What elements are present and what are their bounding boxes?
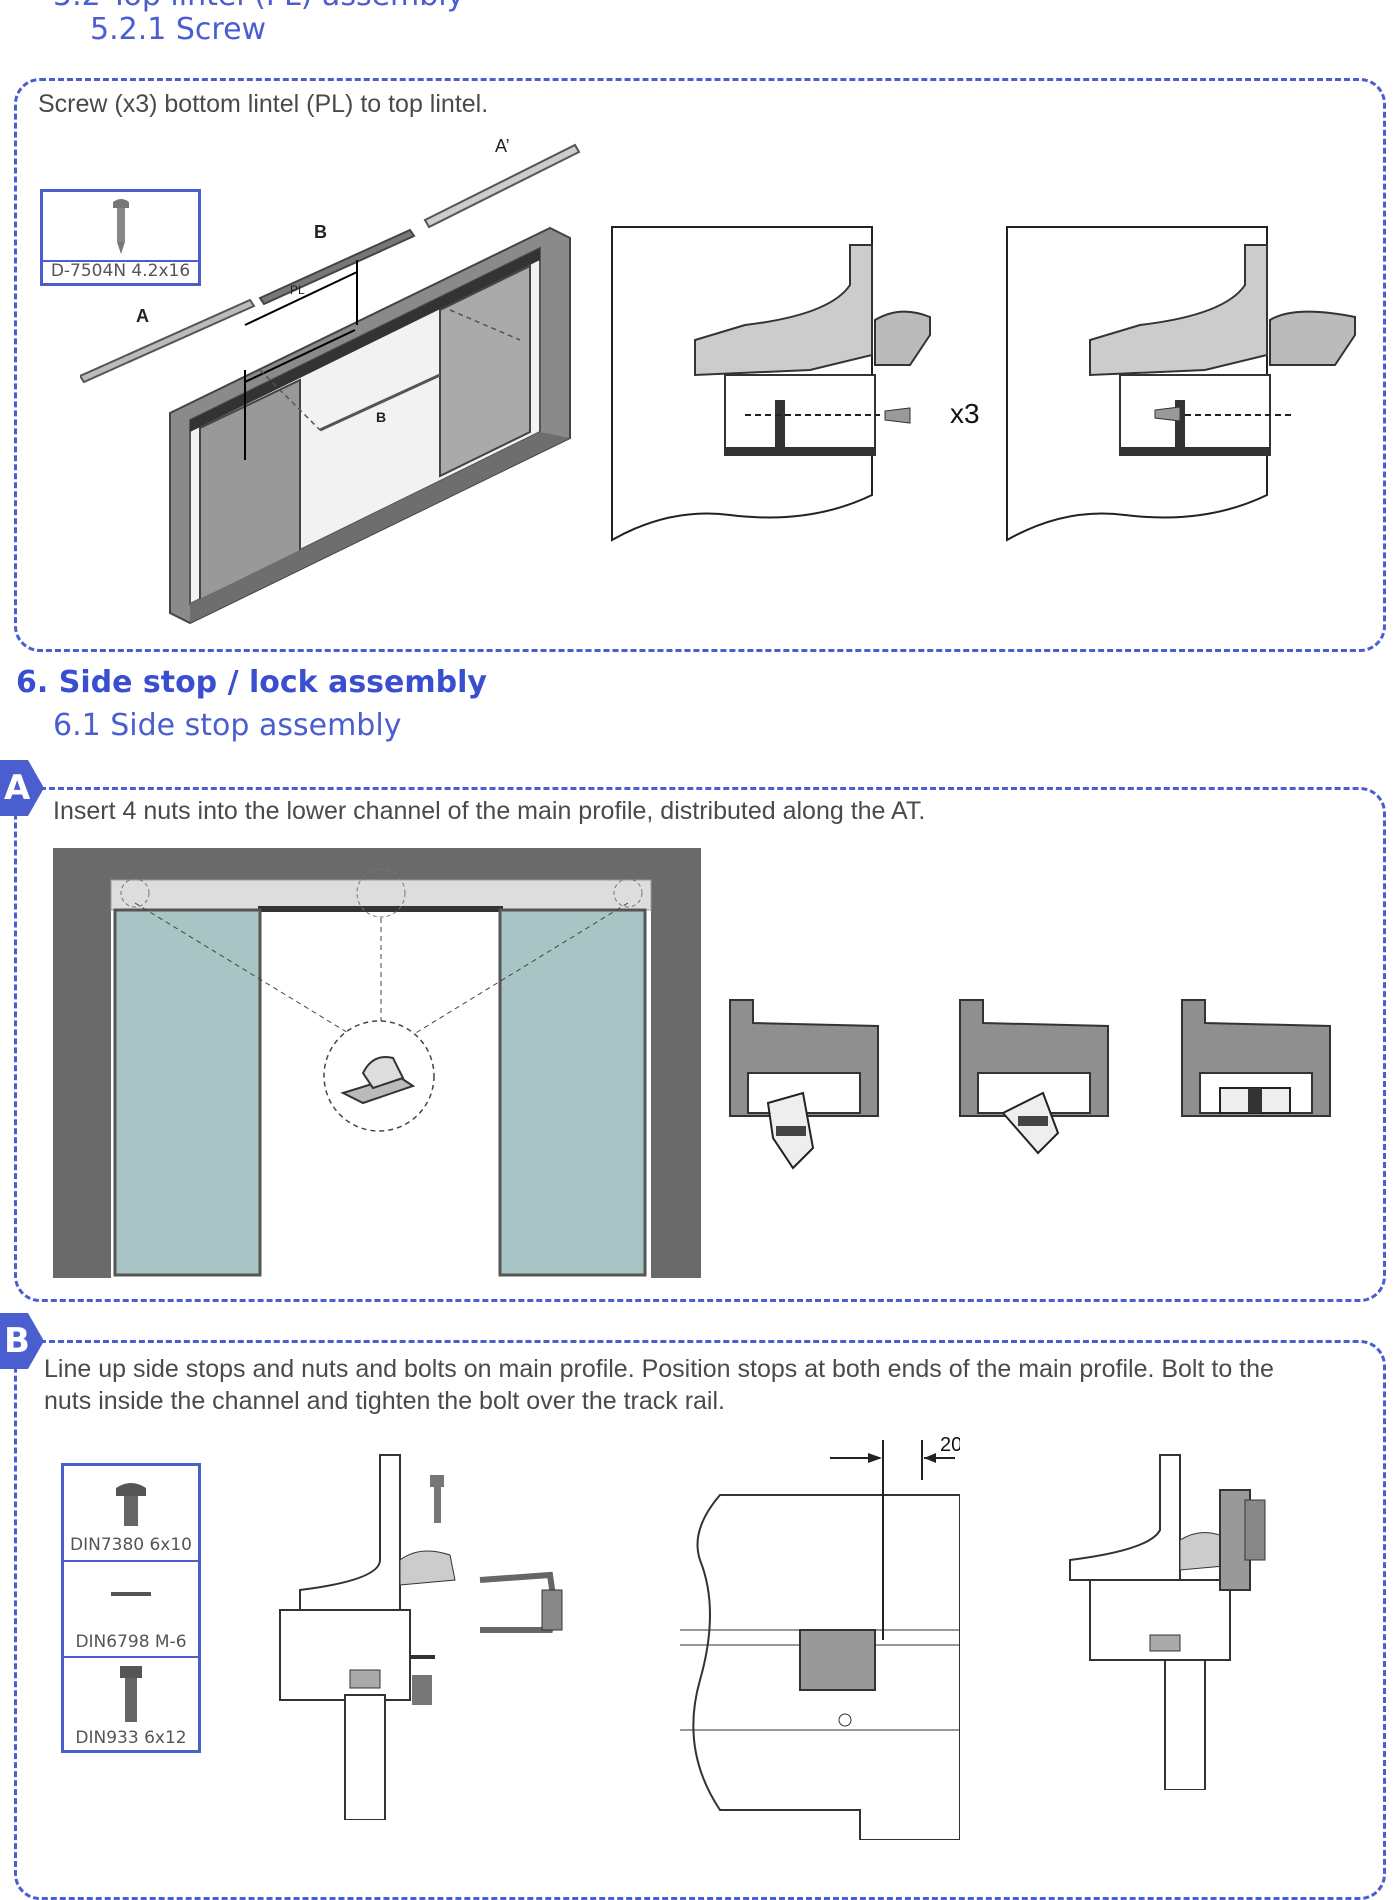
nut-insertion-step1-diagram xyxy=(729,999,879,1170)
step-b-instruction-line2: nuts inside the channel and tighten the … xyxy=(44,1387,725,1415)
hex-bolt-icon xyxy=(120,1666,142,1722)
dimension-20: 20 xyxy=(940,1434,960,1456)
lintel-door-isometric-diagram: A B A’ PL B xyxy=(80,136,581,625)
section-heading-clipped: 5.2 Top lintel (PL) assembly xyxy=(53,0,464,13)
screw-icon xyxy=(113,199,129,254)
subsection-heading-side-stop-assembly: 6.1 Side stop assembly xyxy=(53,708,402,743)
label-b-lower: B xyxy=(376,409,386,425)
step-a-panel xyxy=(14,787,1386,1302)
label-a-prime: A’ xyxy=(495,136,510,156)
part-label: D-7504N 4.2x16 xyxy=(50,261,191,281)
step-b-instruction-line1: Line up side stops and nuts and bolts on… xyxy=(44,1355,1274,1383)
label-b: B xyxy=(314,222,327,242)
label-a: A xyxy=(136,306,149,326)
screw-step-panel xyxy=(14,78,1386,652)
washer-icon xyxy=(111,1592,151,1596)
step-b-badge: B xyxy=(0,1313,44,1369)
screw-multiplier: x3 xyxy=(950,398,980,429)
part-label-din6798: DIN6798 M-6 xyxy=(75,1632,187,1652)
door-front-view-diagram xyxy=(53,848,701,1278)
button-head-bolt-icon xyxy=(116,1483,146,1526)
side-stop-position-diagram: 20 xyxy=(680,1434,960,1840)
nut-insertion-step2-diagram xyxy=(959,999,1109,1155)
step-a-instruction: Insert 4 nuts into the lower channel of … xyxy=(53,797,926,825)
side-stop-exploded-diagram xyxy=(279,1454,563,1820)
part-label-din933: DIN933 6x12 xyxy=(75,1728,187,1748)
lintel-profile-before-diagram: x3 xyxy=(611,226,980,542)
screw-instruction: Screw (x3) bottom lintel (PL) to top lin… xyxy=(38,90,489,118)
section-heading-side-stop: 6. Side stop / lock assembly xyxy=(16,665,487,700)
subsection-heading-screw: 5.2.1 Screw xyxy=(90,12,267,47)
lintel-profile-after-diagram xyxy=(1006,226,1356,542)
label-pl: PL xyxy=(290,283,305,297)
step-a-badge: A xyxy=(0,760,44,816)
screw-part-box: D-7504N 4.2x16 xyxy=(40,189,201,286)
fastener-parts-box: DIN7380 6x10 DIN6798 M-6 DIN933 6x12 xyxy=(61,1463,201,1753)
side-stop-assembled-diagram xyxy=(1069,1454,1266,1790)
nut-insertion-step3-diagram xyxy=(1181,999,1331,1117)
part-label-din7380: DIN7380 6x10 xyxy=(70,1535,192,1555)
